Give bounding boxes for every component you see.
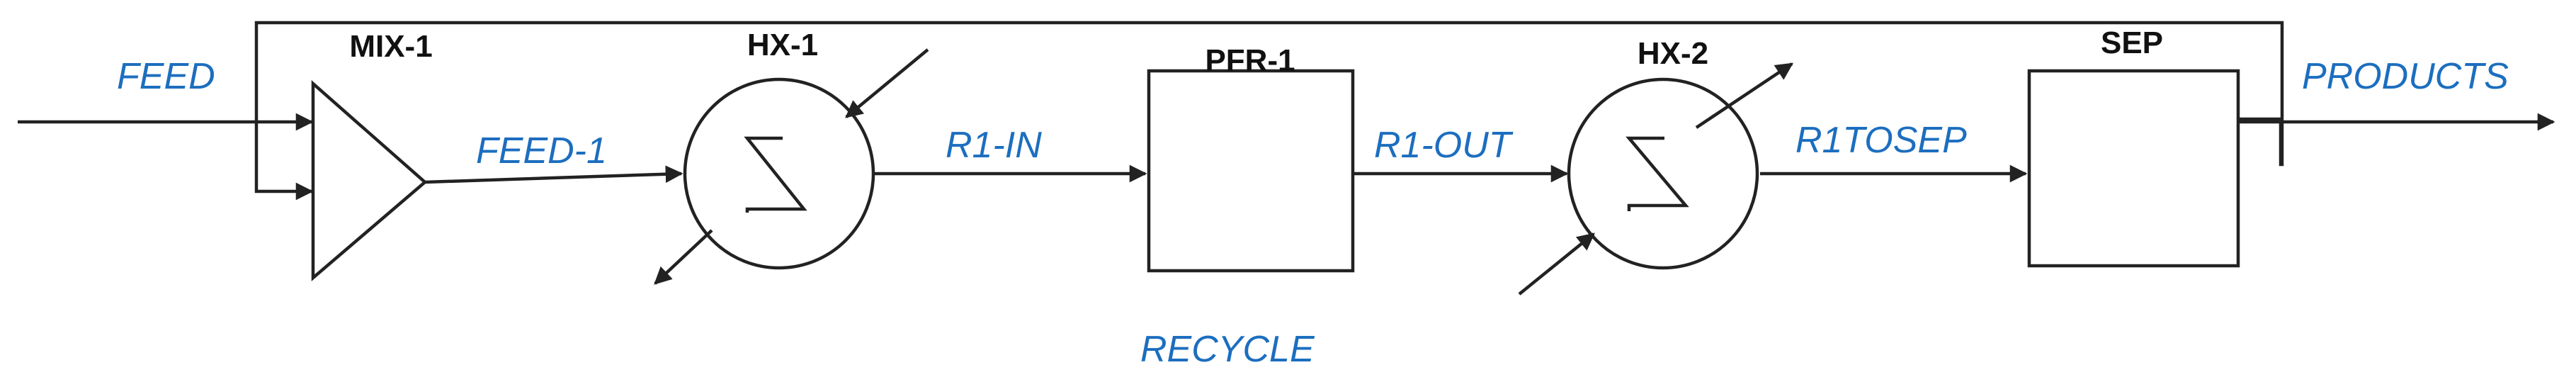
r1-out-label: R1-OUT	[1374, 125, 1514, 166]
hx1-unit[interactable]	[683, 77, 875, 270]
hx2-unit[interactable]	[1567, 77, 1759, 270]
products-label: PRODUCTS	[2302, 56, 2509, 97]
hx1-coil-icon	[744, 136, 807, 213]
r1tosep-label: R1TOSEP	[1795, 120, 1967, 161]
r1-in-label: R1-IN	[946, 125, 1042, 166]
hx1-label: HX-1	[747, 28, 818, 62]
recycle-stream-line[interactable]	[254, 21, 2284, 201]
reactor-unit[interactable]	[1147, 69, 1355, 273]
hx2-label: HX-2	[1638, 36, 1708, 71]
separator-label: SEP	[2101, 26, 2163, 60]
hx2-coil-icon	[1625, 136, 1689, 211]
hx2-utility-in-arrow	[1518, 232, 1595, 296]
reactor-label: PFR-1	[1205, 43, 1295, 78]
recycle-label: RECYCLE	[1140, 329, 1315, 370]
separator-unit[interactable]	[2027, 69, 2240, 268]
hx2-utility-out-arrow	[1695, 62, 1794, 129]
mixer-label: MIX-1	[349, 29, 432, 64]
mixer-unit[interactable]	[311, 80, 428, 281]
feed1-stream-line[interactable]	[424, 165, 683, 184]
hx1-utility-out-arrow	[654, 229, 713, 285]
feed-label: FEED	[117, 56, 215, 97]
hx1-utility-in-arrow	[845, 48, 929, 118]
feed1-label: FEED-1	[476, 130, 607, 172]
